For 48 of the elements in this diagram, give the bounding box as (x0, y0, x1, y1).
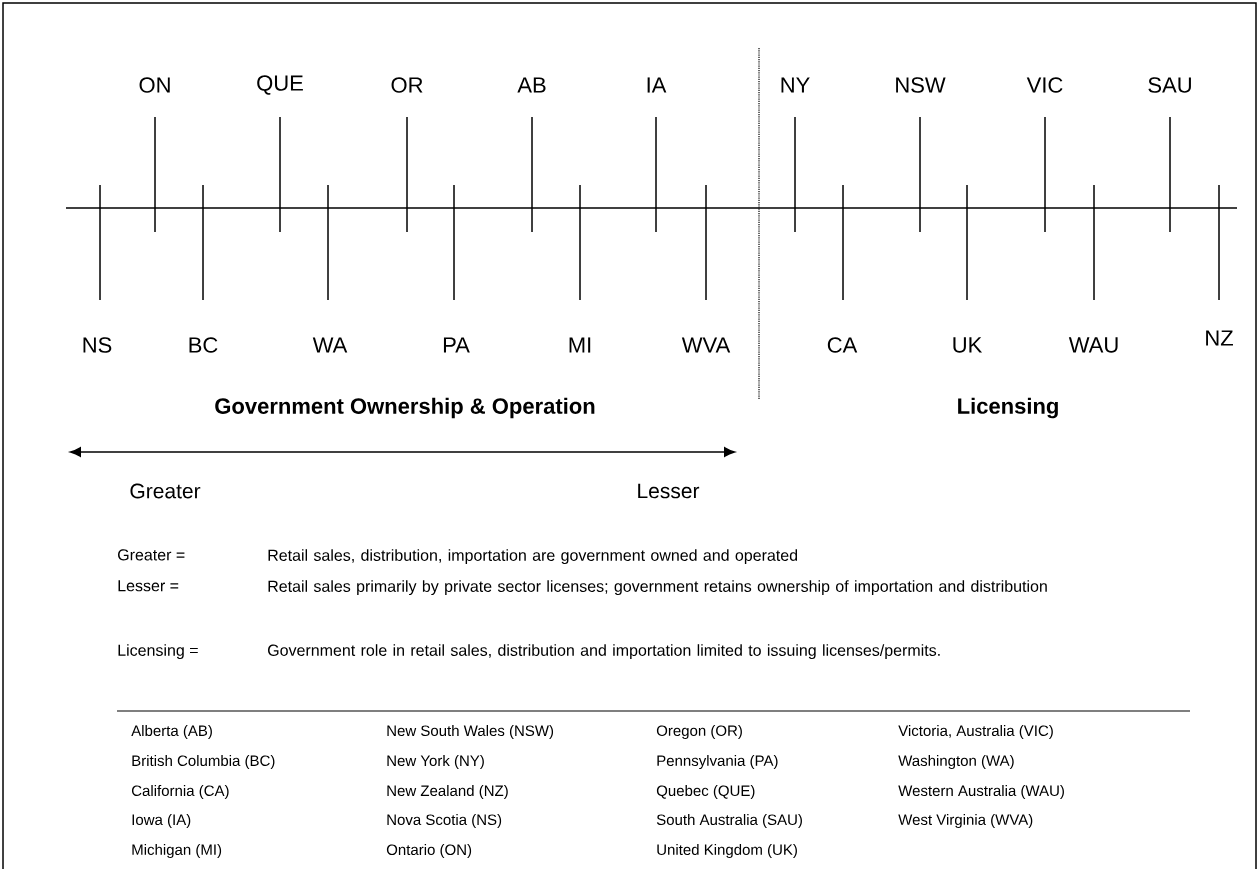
table-cell: Alberta (AB) (131, 725, 212, 739)
tick-label: NS (83, 337, 112, 353)
table-cell: South Australia (SAU) (656, 814, 802, 828)
tick-label: UK (953, 337, 983, 353)
tick-label: WA (312, 337, 348, 353)
tick-label: AB (517, 77, 546, 93)
definition-text: Retail sales primarily by private sector licenses; government retains ownership of importation and distribution (268, 580, 1047, 596)
section-heading: Licensing (958, 397, 1058, 419)
table-cell: Quebec (QUE) (656, 785, 755, 799)
table-cell: New Zealand (NZ) (387, 785, 508, 799)
table-cell: British Columbia (BC) (132, 755, 275, 769)
table-cell: Iowa (IA) (132, 814, 191, 828)
definition-term: Greater = (118, 549, 185, 561)
section-heading: Government Ownership & Operation (215, 397, 595, 419)
table-cell: Oregon (OR) (656, 725, 742, 739)
tick-label: QUE (257, 75, 303, 95)
tick-label: IA (647, 77, 667, 93)
table-cell: Victoria, Australia (VIC) (898, 725, 1053, 739)
table-cell: Washington (WA) (898, 755, 1014, 769)
tick-label: PA (443, 337, 470, 353)
tick-label: MI (569, 337, 591, 353)
table-cell: California (CA) (132, 785, 229, 799)
tick-label: WVA (681, 337, 731, 353)
table-cell: United Kingdom (UK) (657, 844, 797, 858)
definition-text: Government role in retail sales, distribution and importation limited to issuing licenses/permits. (268, 644, 940, 660)
definition-text: Retail sales, distribution, importation are government owned and operated (268, 549, 798, 565)
definition-term: Lesser = (118, 580, 179, 592)
tick-label: OR (391, 77, 423, 93)
tick-label: NSW (896, 77, 946, 93)
tick-label: NZ (1206, 330, 1233, 346)
tick-label: SAU (1148, 77, 1191, 93)
table-cell: Western Australia (WAU) (898, 785, 1064, 799)
table-cell: New York (NY) (387, 755, 484, 769)
tick-label: WAU (1068, 337, 1118, 353)
table-cell: Ontario (ON) (386, 844, 472, 858)
scale-label: Greater (130, 483, 201, 499)
tick-label: VIC (1026, 77, 1063, 93)
tick-label: ON (139, 77, 170, 93)
table-cell: Michigan (MI) (132, 844, 222, 858)
tick-label: NY (781, 77, 810, 93)
table-cell: Nova Scotia (NS) (387, 814, 502, 828)
table-cell: New South Wales (NSW) (387, 725, 554, 739)
table-cell: West Virginia (WVA) (898, 814, 1033, 828)
definition-term: Licensing = (118, 644, 198, 660)
scale-label: Lesser (638, 483, 700, 499)
tick-label: CA (827, 337, 858, 353)
tick-label: BC (189, 337, 218, 353)
table-cell: Pennsylvania (PA) (657, 755, 778, 769)
